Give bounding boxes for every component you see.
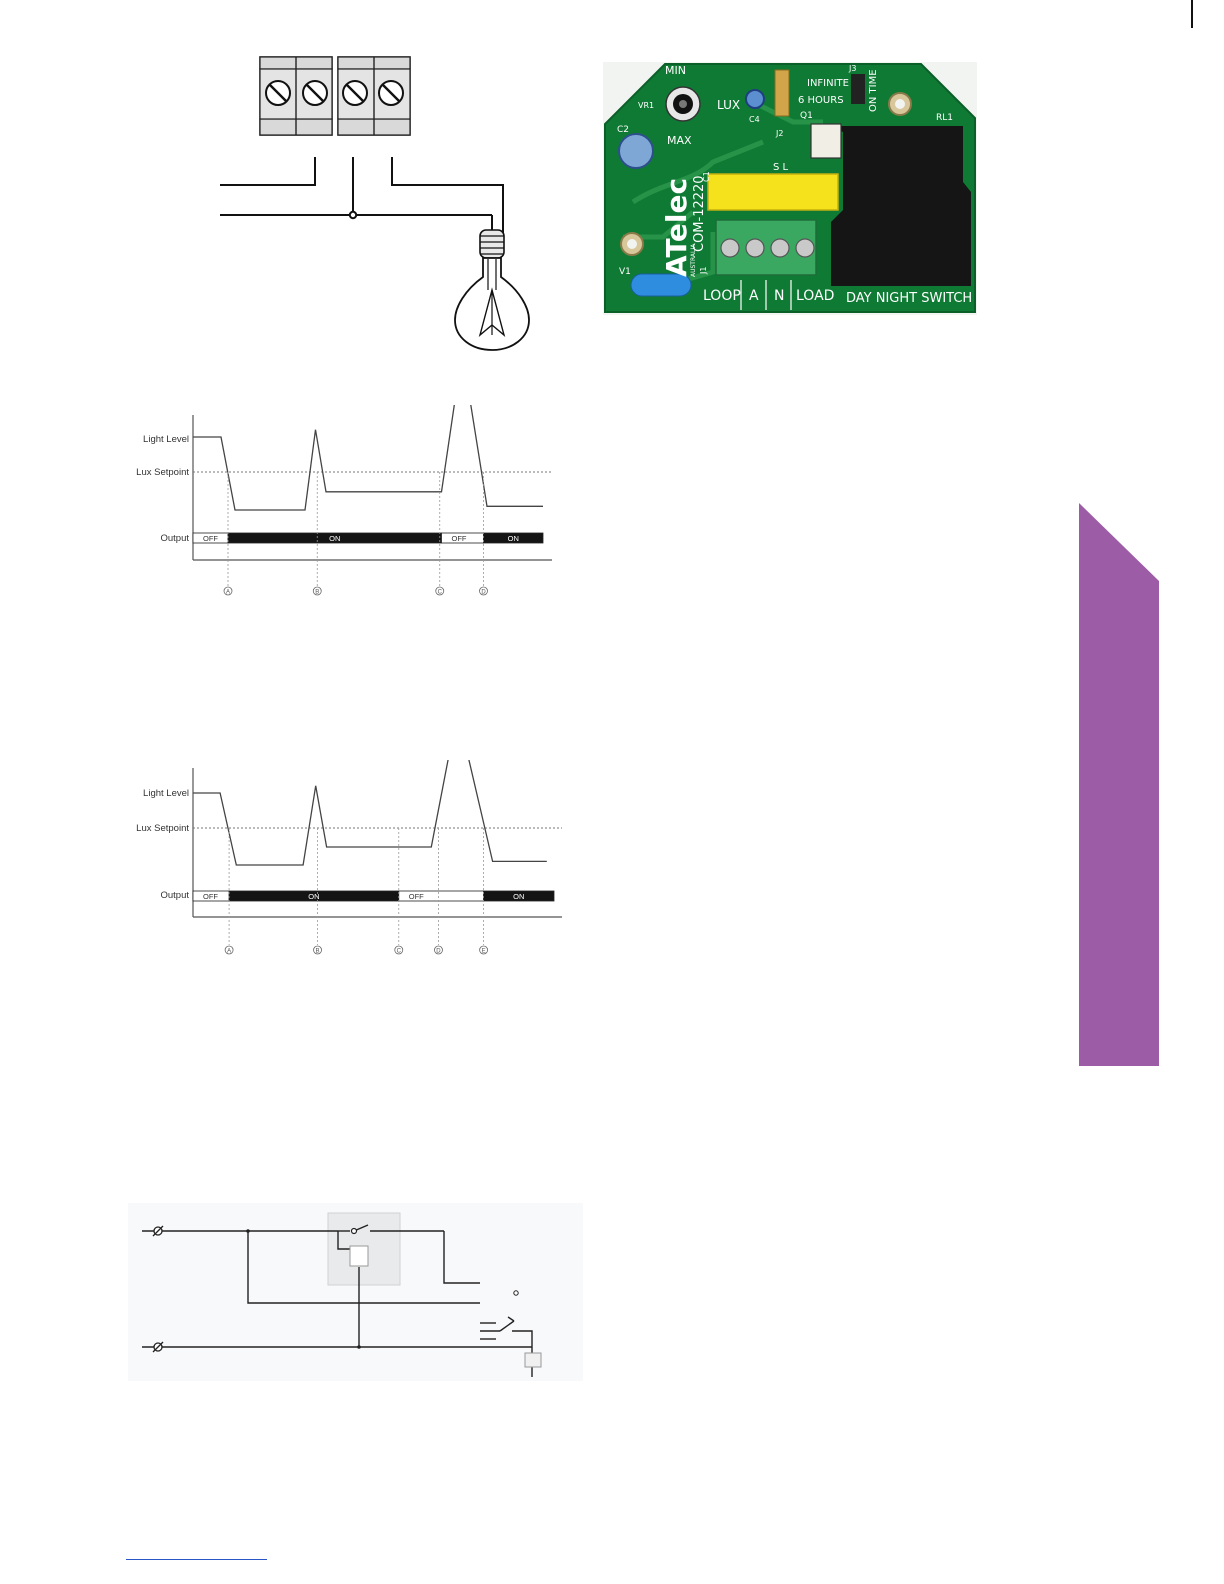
load-coil [525,1353,541,1367]
output-segment-label-4: ON [508,534,519,543]
label-j2: J2 [775,129,783,138]
label-lux-setpoint: Lux Setpoint [136,823,189,834]
marker-label-C: C [438,590,443,596]
label-min: MIN [665,64,686,77]
section-side-tab [1079,503,1159,1066]
marker-label-A: A [226,590,230,596]
output-segment-label-3: OFF [452,534,467,543]
label-v1: V1 [619,267,631,277]
marker-label-D: D [481,590,486,596]
jumper-j3 [851,74,865,104]
label-max: MAX [667,134,692,147]
label-q1: Q1 [800,111,813,121]
marker-label-E: E [482,949,486,955]
terminal-block [260,57,410,135]
switch-contact [352,1229,357,1234]
label-j3: J3 [848,64,856,73]
light-level-series [193,405,543,510]
junction-dot-2 [357,1345,361,1349]
plot-area: OFF ON OFF ON A B C D [193,405,551,596]
product-name-label: DAY NIGHT SWITCH [846,291,972,306]
label-output: Output [160,533,189,544]
label-c4: C4 [749,115,760,124]
marker-label-D: D [436,949,441,955]
screw-terminal-2 [303,81,327,105]
label-vr1: VR1 [638,101,654,110]
footer-rule [126,1559,267,1560]
label-rl1: RL1 [936,113,953,123]
jumper-j2 [775,70,789,116]
timing-chart-2: Light Level Lux Setpoint Output OFF ON OFF… [130,760,570,965]
wires [220,157,503,240]
marker-label-B: B [315,590,319,596]
label-6-hours: 6 HOURS [798,95,844,106]
capacitor-c2 [619,134,653,168]
light-bulb-icon [455,230,529,350]
potentiometer-vr1 [666,87,700,121]
terminal-label-loop: LOOP [703,288,741,304]
label-infinite: INFINITE [807,78,849,89]
wiring-diagram [200,45,560,355]
relay-coil [350,1246,368,1266]
terminal-label-a: A [749,288,759,304]
light-level-series [193,760,547,865]
label-c2: C2 [617,125,629,135]
label-output: Output [160,890,189,901]
brand-atelec-logo: ATelec [660,178,693,277]
marker-label-B: B [316,949,320,955]
label-lux-setpoint: Lux Setpoint [136,467,189,478]
label-lux: LUX [717,98,740,112]
screw-terminal-1 [266,81,290,105]
screw-terminal-4 [379,81,403,105]
relay-rl1 [831,126,971,286]
output-segment-label-1: OFF [203,892,218,901]
output-segment-label-3: OFF [409,892,424,901]
label-light-level: Light Level [143,434,189,445]
terminal-label-load: LOAD [796,288,834,304]
open-terminal [514,1291,518,1295]
page-edge-rule [1191,0,1193,28]
marker-label-A: A [227,949,231,955]
label-c1: C1 [702,171,711,182]
capacitor-c4 [746,90,764,108]
junction-dot-1 [246,1229,250,1233]
circuit-schematic [128,1203,583,1381]
terminal-label-n: N [774,288,784,304]
model-number: COM-12220 [692,175,707,252]
output-segment-label-4: ON [513,892,524,901]
pcb-board-illustration: MIN MAX LUX VR1 C2 C4 J2 J3 Q1 RL1 V1 S … [603,62,977,315]
output-segment-label-2: ON [329,534,340,543]
capacitor-c1 [708,174,838,210]
label-j1: J1 [699,267,708,275]
label-on-time: ON TIME [868,69,879,112]
marker-label-C: C [397,949,402,955]
label-light-level: Light Level [143,788,189,799]
output-segment-label-1: OFF [203,534,218,543]
label-s-l: S L [773,162,789,173]
screw-terminal-3 [343,81,367,105]
optocoupler-q1 [811,124,841,158]
